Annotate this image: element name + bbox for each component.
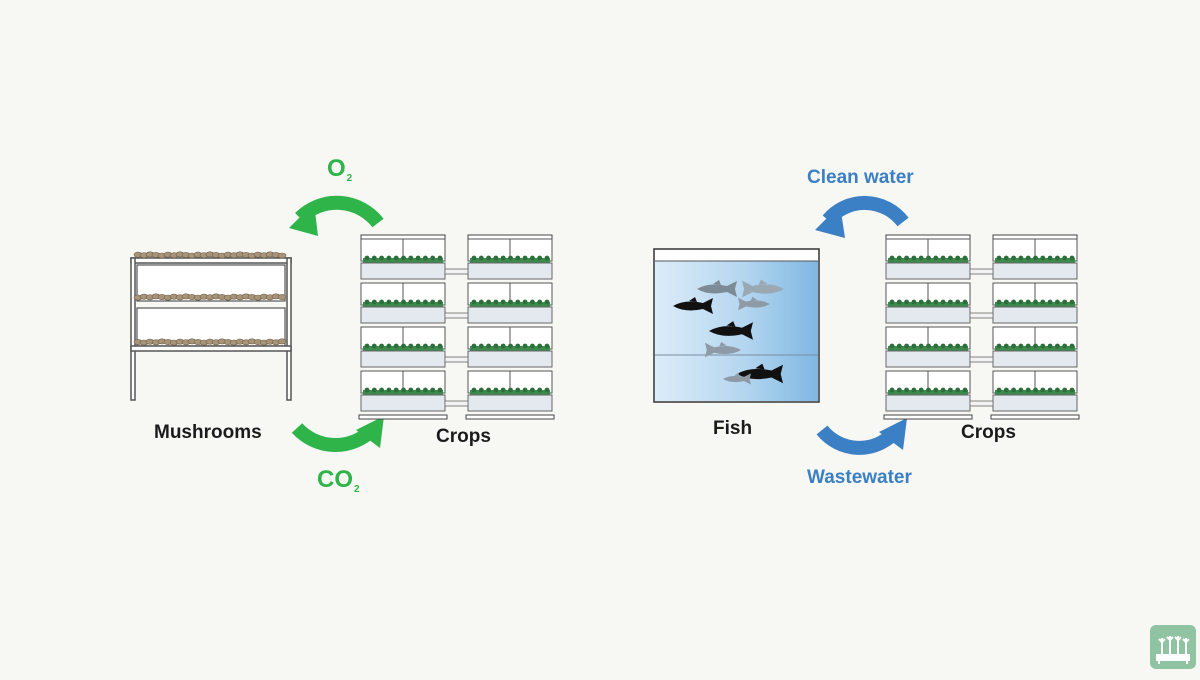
- mushroom-layer: [133, 338, 287, 346]
- mushroom-rack: [130, 251, 292, 401]
- fish-school: [673, 279, 784, 385]
- fish-icon: [709, 321, 753, 340]
- mushrooms-label: Mushrooms: [154, 422, 262, 443]
- fish-icon: [697, 280, 737, 297]
- clean-water-arrow: [815, 195, 909, 238]
- wastewater-label: Wastewater: [807, 467, 912, 488]
- o2-label: O2: [327, 155, 352, 184]
- fish-icon: [673, 297, 713, 314]
- wastewater-arrow: [816, 418, 907, 455]
- fish-icon: [738, 296, 770, 311]
- vertical-farm-logo-icon: [1150, 625, 1196, 669]
- crops-rack-right: [883, 234, 1080, 420]
- crops-rack-left: [358, 234, 555, 420]
- fish-tank: [653, 248, 820, 403]
- co2-label-subscript: 2: [354, 484, 360, 495]
- crops-right-label: Crops: [961, 422, 1016, 443]
- fish-label: Fish: [713, 418, 753, 439]
- co2-label: CO2: [317, 466, 360, 495]
- o2-label-subscript: 2: [346, 173, 353, 184]
- fish-icon: [723, 372, 751, 385]
- crops-left-label: Crops: [436, 426, 491, 447]
- mushroom-layer: [133, 293, 287, 301]
- co2-arrow: [291, 416, 384, 452]
- co2-label-main: CO: [317, 466, 353, 493]
- o2-arrow: [289, 195, 384, 236]
- fish-icon: [742, 279, 784, 298]
- fish-icon: [705, 341, 741, 358]
- mushroom-clusters: [133, 251, 287, 346]
- o2-label-main: O: [327, 155, 346, 182]
- mushroom-layer: [133, 251, 287, 259]
- fish-icon: [737, 363, 783, 384]
- clean-water-label: Clean water: [807, 167, 914, 188]
